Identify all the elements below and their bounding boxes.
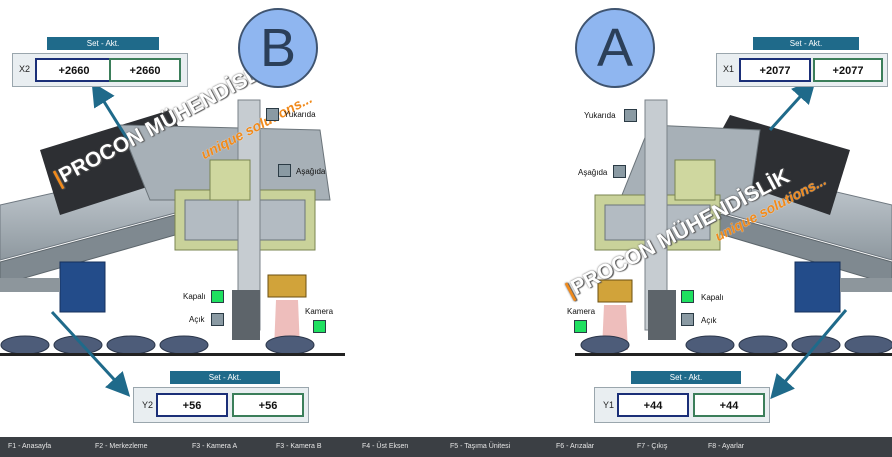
y2-set-value[interactable]: +56 [156,393,228,417]
a-open-label: Açık [701,316,717,325]
x1-panel-header: Set - Akt. [753,37,859,50]
f6-faults-key[interactable]: F6 - Arızalar [556,443,595,450]
y1-position-panel: Set - Akt. Y1 +44 +44 [594,371,770,423]
a-open-indicator [681,313,694,326]
x2-set-value[interactable]: +2660 [35,58,113,82]
machine-scene: |PROCON MÜHENDİSLİK unique solutions... … [0,8,892,423]
gantry-illustration [0,79,892,400]
a-camera-indicator [574,320,587,333]
x2-position-panel: Set - Akt. X2 +2660 +2660 [12,37,188,87]
a-down-indicator [613,165,626,178]
b-up-indicator [266,108,279,121]
y2-position-panel: Set - Akt. Y2 +56 +56 [133,371,309,423]
f4-upper-axis-key[interactable]: F4 - Üst Eksen [362,443,409,450]
b-open-indicator [211,313,224,326]
y1-panel-header: Set - Akt. [631,371,741,384]
f3-camera-b-key[interactable]: F3 - Kamera B [276,443,322,450]
b-camera-label: Kamera [305,307,334,316]
b-closed-indicator [211,290,224,303]
x1-axis-label: X1 [723,64,735,74]
f5-transport-unit-key[interactable]: F5 - Taşıma Ünitesi [450,443,511,450]
b-camera-indicator [313,320,326,333]
b-up-label: Yukarıda [284,110,316,119]
y2-actual-value: +56 [232,393,304,417]
b-down-indicator [278,164,291,177]
station-b-badge: B [238,8,318,88]
x2-actual-value: +2660 [109,58,181,82]
a-down-label: Aşağıda [578,168,608,177]
station-a-badge: A [575,8,655,88]
function-key-bar: F1 - Anasayfa F2 - Merkezleme F3 - Kamer… [0,437,892,457]
b-open-label: Açık [189,315,205,324]
f7-exit-key[interactable]: F7 - Çıkış [637,443,668,450]
x1-set-value[interactable]: +2077 [739,58,811,82]
a-up-label: Yukarıda [584,111,616,120]
f8-settings-key[interactable]: F8 - Ayarlar [708,443,745,450]
f1-home-key[interactable]: F1 - Anasayfa [8,443,52,450]
x1-actual-value: +2077 [813,58,883,82]
y1-axis-label: Y1 [603,400,615,410]
y2-panel-header: Set - Akt. [170,371,280,384]
x1-position-panel: Set - Akt. X1 +2077 +2077 [716,37,888,87]
x2-panel-header: Set - Akt. [47,37,159,50]
y1-actual-value: +44 [693,393,765,417]
y2-axis-label: Y2 [142,400,154,410]
a-up-indicator [624,109,637,122]
f3-camera-a-key[interactable]: F3 - Kamera A [192,443,238,450]
a-camera-label: Kamera [567,307,596,316]
y1-set-value[interactable]: +44 [617,393,689,417]
b-closed-label: Kapalı [183,292,206,301]
x2-axis-label: X2 [19,64,31,74]
b-down-label: Aşağıda [296,167,326,176]
a-closed-label: Kapalı [701,293,724,302]
f2-centering-key[interactable]: F2 - Merkezleme [95,443,148,450]
a-closed-indicator [681,290,694,303]
